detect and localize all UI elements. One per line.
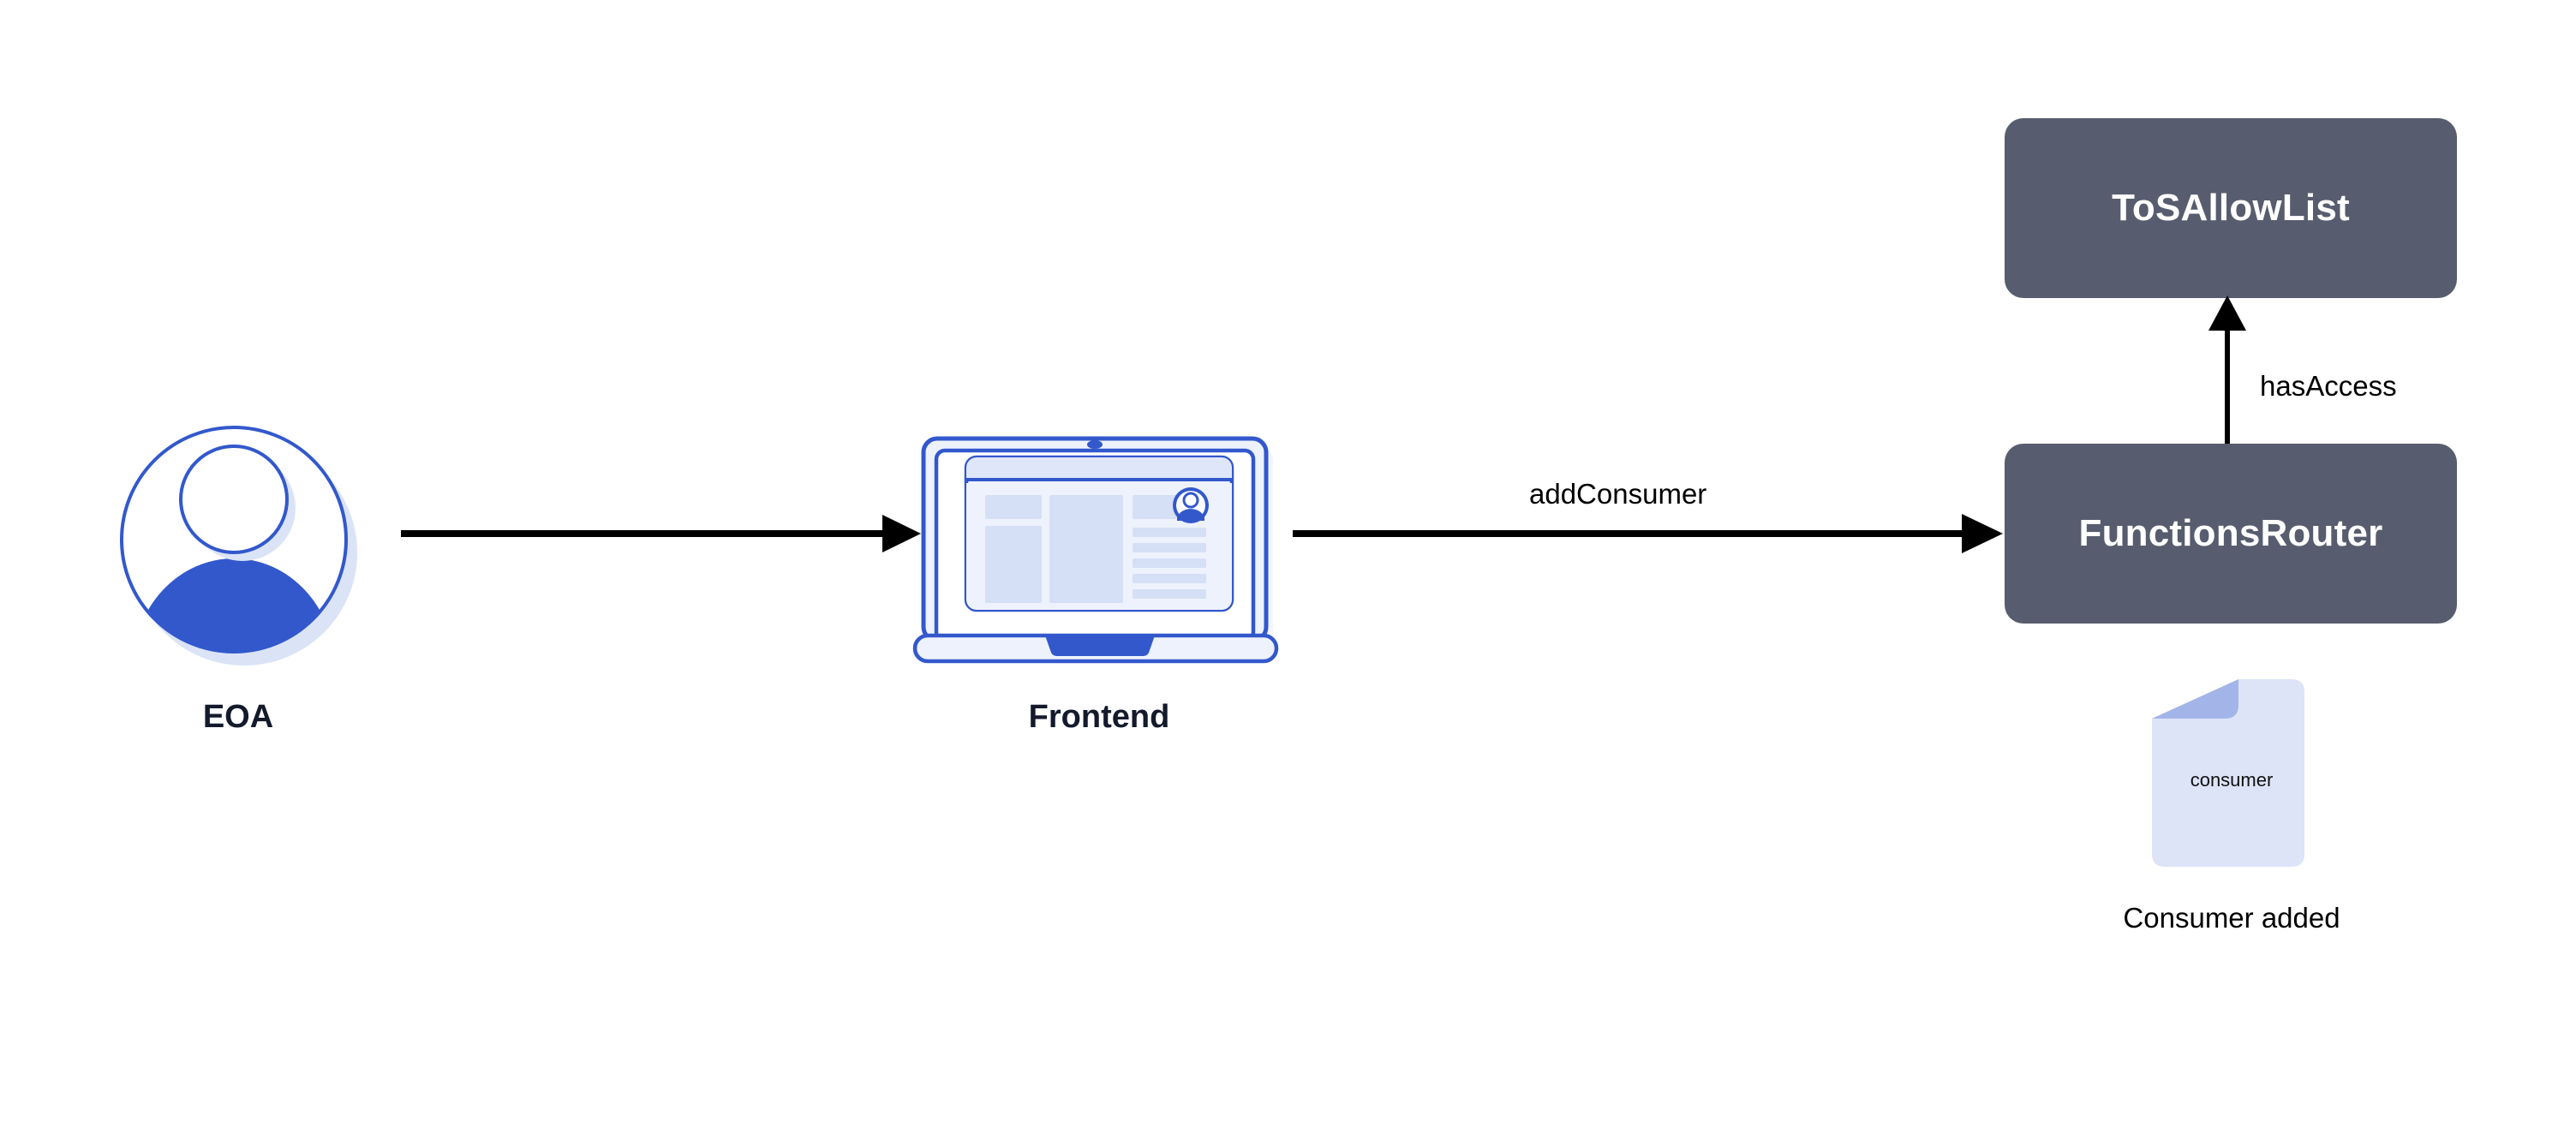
- node-functions-router[interactable]: FunctionsRouter: [2005, 444, 2457, 624]
- document-icon: [2152, 679, 2304, 867]
- user-avatar-icon: [120, 426, 357, 665]
- arrow-eoa-to-frontend: [401, 515, 921, 552]
- arrow-frontend-to-router: [1293, 514, 2003, 553]
- node-tos-allowlist-label: ToSAllowList: [2112, 187, 2350, 229]
- document-icon-label: consumer: [2190, 769, 2274, 791]
- edge-label-has-access: hasAccess: [2260, 370, 2397, 402]
- eoa-label: EOA: [202, 699, 274, 735]
- edge-label-add-consumer: addConsumer: [1529, 478, 1707, 510]
- laptop-icon: [912, 436, 1279, 664]
- node-tos-allowlist[interactable]: ToSAllowList: [2005, 118, 2457, 298]
- consumer-added-caption: Consumer added: [2123, 902, 2340, 934]
- arrow-router-to-allowlist: [2208, 295, 2246, 447]
- screen-avatar-icon: [1173, 487, 1209, 523]
- node-functions-router-label: FunctionsRouter: [2078, 512, 2383, 554]
- frontend-label: Frontend: [1028, 699, 1170, 735]
